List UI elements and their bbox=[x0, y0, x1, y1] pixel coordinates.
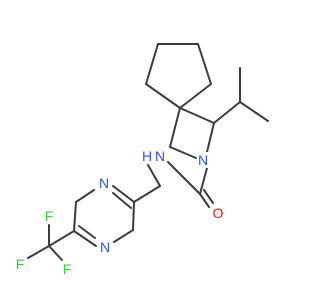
label-background bbox=[153, 148, 167, 164]
azetidine-ring bbox=[169, 107, 215, 159]
pyrimidine-nitrogen-bottom-label: N bbox=[100, 239, 110, 255]
label-background bbox=[14, 256, 26, 272]
label-background bbox=[211, 205, 225, 221]
label-background bbox=[140, 148, 154, 164]
carbonyl-oxygen-label: O bbox=[213, 205, 224, 221]
bond bbox=[112, 192, 132, 209]
fluorine-right-label: F bbox=[63, 261, 72, 277]
label-background bbox=[97, 175, 111, 191]
bond bbox=[132, 201, 135, 231]
bond bbox=[75, 189, 95, 203]
bond bbox=[27, 245, 50, 259]
label-background bbox=[61, 261, 73, 277]
bond bbox=[169, 146, 197, 159]
bond bbox=[167, 161, 201, 195]
bond bbox=[197, 43, 212, 85]
bond bbox=[145, 83, 181, 109]
label-background bbox=[43, 208, 55, 224]
bond bbox=[203, 189, 214, 204]
molecule-structure: N N H O N N F F F bbox=[14, 43, 269, 277]
atom-labels: N N H O N N F F F bbox=[14, 148, 225, 277]
isopropyl-group bbox=[213, 67, 269, 124]
label-background bbox=[196, 152, 210, 168]
bond bbox=[147, 164, 161, 187]
bond bbox=[179, 107, 215, 124]
bond bbox=[112, 185, 135, 203]
bond bbox=[213, 101, 241, 124]
fluorine-left-label: F bbox=[16, 256, 25, 272]
fluorine-top-label: F bbox=[45, 208, 54, 224]
bond bbox=[113, 229, 134, 243]
bond bbox=[199, 193, 210, 208]
bond bbox=[145, 43, 159, 85]
amide-hydrogen-label: H bbox=[142, 148, 152, 164]
bond bbox=[73, 230, 97, 247]
amide-nitrogen-label: N bbox=[155, 148, 165, 164]
pyrimidine-nitrogen-top-label: N bbox=[99, 175, 109, 191]
bond bbox=[78, 225, 96, 239]
bond bbox=[239, 101, 269, 122]
methylene-linker bbox=[133, 164, 161, 203]
bond bbox=[133, 185, 161, 203]
bond bbox=[48, 245, 63, 261]
pyrimidine-ring bbox=[73, 185, 135, 247]
cyclopentane-ring bbox=[145, 43, 212, 109]
trifluoromethyl-group bbox=[27, 224, 75, 261]
bond bbox=[206, 122, 215, 153]
bond bbox=[179, 83, 212, 109]
bond bbox=[48, 230, 75, 247]
bond bbox=[199, 167, 208, 195]
label-background bbox=[98, 239, 112, 255]
azetidine-nitrogen-label: N bbox=[198, 152, 208, 168]
bond bbox=[169, 107, 181, 148]
carboxamide-group bbox=[167, 161, 214, 208]
bond bbox=[73, 201, 77, 232]
